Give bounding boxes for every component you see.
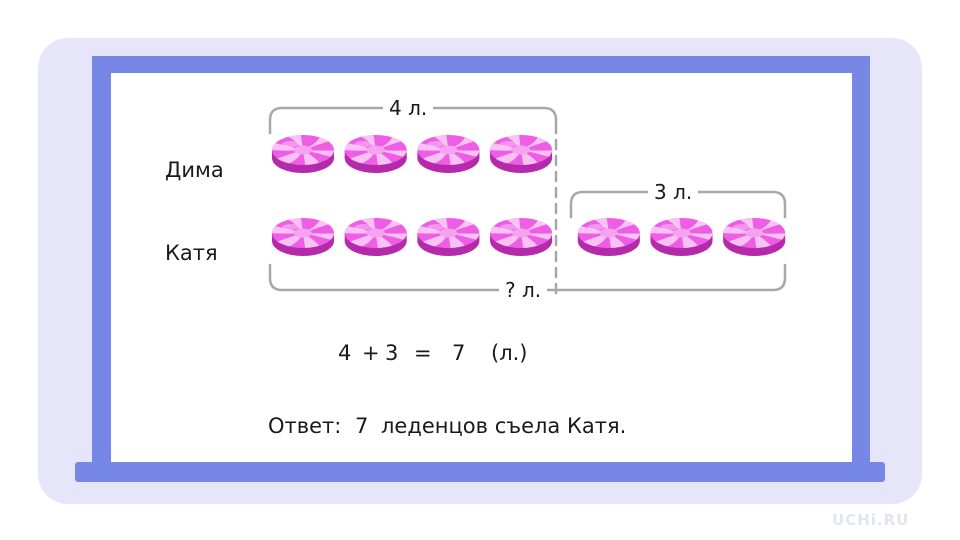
bracket-label-katya-total: ? л.: [499, 278, 548, 302]
candies-group: [272, 135, 786, 256]
equation-equals: =: [414, 341, 432, 365]
candy-row2-1: [272, 218, 334, 256]
candy-row2-4: [490, 218, 553, 256]
candy-row1-4: [490, 135, 553, 173]
equation-plus: +: [362, 341, 380, 365]
candy-row1-3: [417, 135, 480, 173]
answer-prefix: Ответ:: [268, 414, 342, 438]
candy-row2-6: [650, 218, 713, 256]
board-tray: [75, 462, 885, 482]
candy-row2-5: [577, 218, 640, 256]
equation-result: 7: [452, 341, 466, 365]
candy-row1-2: [344, 135, 407, 173]
candy-row2-7: [723, 218, 786, 256]
brand-watermark: UCHi.RU: [832, 511, 910, 529]
candy-row2-2: [344, 218, 407, 256]
bracket-label-katya-extra: 3 л.: [648, 180, 699, 204]
candy-row1-1: [272, 135, 334, 173]
answer-text: леденцов съела Катя.: [381, 414, 627, 438]
row-label-dima: Дима: [165, 158, 224, 182]
equation-left: 4: [338, 341, 352, 365]
board-surface: [111, 73, 852, 462]
answer-number: 7: [355, 414, 369, 438]
row-label-katya: Катя: [165, 241, 218, 265]
candy-row2-3: [417, 218, 480, 256]
bracket-label-dima-total: 4 л.: [383, 96, 434, 120]
equation-unit: (л.): [491, 341, 528, 365]
equation-right: 3: [385, 341, 399, 365]
